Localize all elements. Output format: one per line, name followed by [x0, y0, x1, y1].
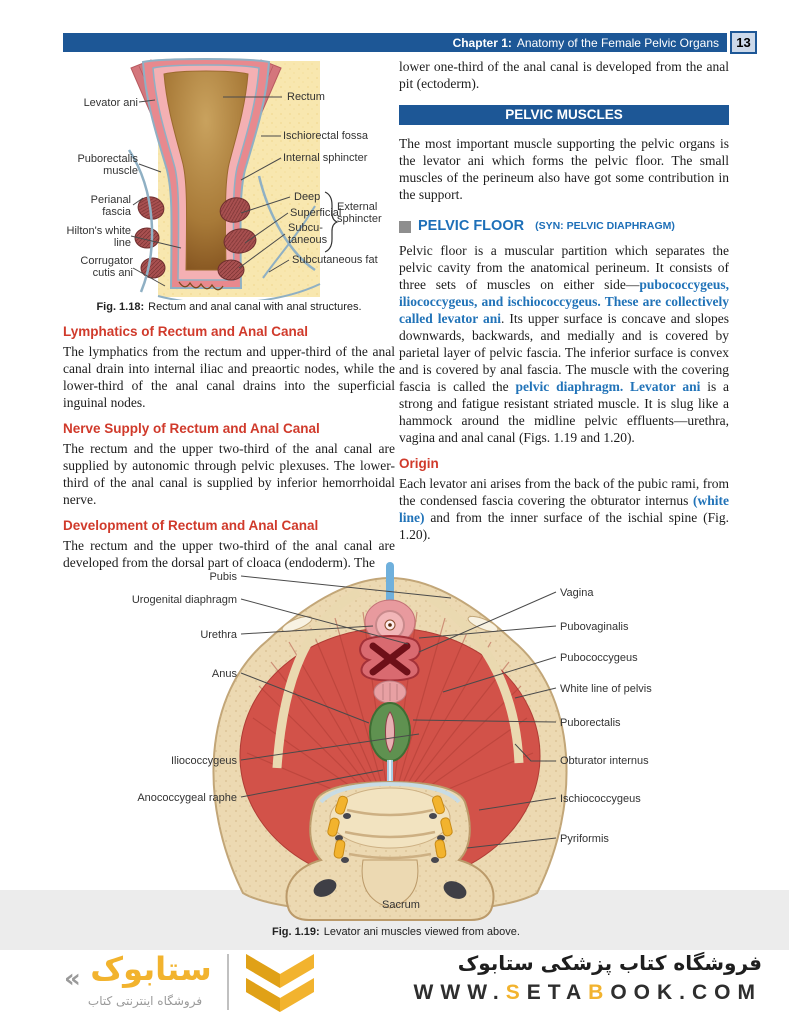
figure-1-19-caption: Fig. 1.19:Levator ani muscles viewed fro…: [63, 926, 729, 939]
label-puborectalis-muscle: Puborectalis muscle: [77, 153, 138, 177]
section-banner-pelvic-muscles: PELVIC MUSCLES: [399, 105, 729, 125]
label-deep: Deep: [294, 191, 321, 203]
label-ischiococcygeus: Ischiococcygeus: [560, 793, 641, 805]
store-title-persian: فروشگاه کتاب پزشکی ستابوک: [457, 951, 762, 975]
label-white-line-of-pelvis: White line of pelvis: [560, 683, 652, 695]
heading-nerve-supply: Nerve Supply of Rectum and Anal Canal: [63, 421, 320, 436]
chevron-book-icon: [246, 954, 314, 1012]
paragraph-pelvic-floor: Pelvic floor is a muscular partition whi…: [399, 243, 730, 445]
fig-1-18-artwork: [127, 58, 339, 300]
paragraph-pelvic-muscles: The most important muscle supporting the…: [399, 136, 729, 202]
chapter-header-bar: Chapter 1: Anatomy of the Female Pelvic …: [63, 33, 727, 52]
label-vagina: Vagina: [560, 587, 594, 599]
pelvic-floor-title: PELVIC FLOOR: [418, 218, 525, 234]
label-internal-sphincter: Internal sphincter: [283, 152, 368, 164]
caption-text: Rectum and anal canal with anal structur…: [148, 301, 362, 313]
setabook-logo: « ستابوک فروشگاه اینترنتی کتاب: [64, 950, 324, 1016]
label-iliococcygeus: Iliococcygeus: [170, 755, 237, 767]
left-column: Lymphatics of Rectum and Anal Canal The …: [63, 320, 395, 571]
label-puborectalis-fig119: Puborectalis: [560, 717, 621, 729]
label-rectum: Rectum: [287, 91, 325, 103]
subheading-pelvic-floor: PELVIC FLOOR (SYN: PELVIC DIAPHRAGM): [399, 218, 729, 235]
heading-lymphatics: Lymphatics of Rectum and Anal Canal: [63, 324, 309, 339]
label-sacrum: Sacrum: [382, 899, 420, 911]
label-obturator-internus: Obturator internus: [560, 755, 649, 767]
label-pyriformis: Pyriformis: [560, 833, 609, 845]
label-levator-ani: Levator ani: [83, 97, 138, 109]
page-number: 13: [730, 31, 757, 54]
label-subcutaneous-line2: taneous: [288, 234, 328, 246]
paragraph-lymphatics: The lymphatics from the rectum and upper…: [63, 344, 395, 410]
label-corrugator-cutis-ani: Corrugator cutis ani: [80, 255, 133, 279]
section-marker-icon: [399, 220, 411, 233]
chapter-number: Chapter 1:: [452, 35, 512, 50]
label-anus: Anus: [211, 668, 237, 680]
label-external-sphincter: External sphincter: [337, 201, 382, 225]
store-url: WWW.SETABOOK.COM: [413, 981, 762, 1004]
label-pubococcygeus: Pubococcygeus: [560, 652, 638, 664]
fig-1-19-artwork: [212, 562, 568, 921]
paragraph-nerve-supply: The rectum and the upper two-third of th…: [63, 441, 395, 507]
label-ischiorectal-fossa: Ischiorectal fossa: [283, 130, 368, 142]
caption-label: Fig. 1.19:: [272, 926, 320, 938]
logo-divider: [227, 954, 229, 1010]
label-perianal-fascia: Perianal fascia: [90, 194, 131, 218]
logo-tagline: فروشگاه اینترنتی کتاب: [87, 994, 203, 1008]
label-anococcygeal-raphe: Anococcygeal raphe: [137, 792, 237, 804]
label-urogenital-diaphragm: Urogenital diaphragm: [131, 594, 237, 606]
label-hiltons-white-line: Hilton's white line: [66, 225, 131, 249]
label-pubovaginalis: Pubovaginalis: [560, 621, 629, 633]
caption-label: Fig. 1.18:: [96, 301, 145, 313]
heading-origin: Origin: [399, 456, 439, 471]
label-subcutaneous-fat: Subcutaneous fat: [292, 254, 378, 266]
external-sphincter-brace: [324, 191, 339, 253]
right-column: lower one-third of the anal canal is dev…: [399, 58, 729, 543]
paragraph-development: The rectum and the upper two-third of th…: [63, 538, 395, 570]
heading-development: Development of Rectum and Anal Canal: [63, 518, 319, 533]
label-subcutaneous-line1: Subcu-: [288, 222, 323, 234]
pelvic-floor-synonym: (SYN: PELVIC DIAPHRAGM): [535, 220, 675, 232]
label-urethra: Urethra: [200, 629, 237, 641]
figure-1-19: Pubis Urogenital diaphragm Urethra Anus …: [63, 558, 729, 922]
paragraph-origin: Each levator ani arises from the back of…: [399, 476, 729, 542]
label-pubis: Pubis: [209, 571, 237, 583]
logo-wordmark: ستابوک: [90, 950, 212, 988]
chapter-title: Anatomy of the Female Pelvic Organs: [516, 35, 719, 50]
figure-1-18: Levator ani Puborectalis muscle Perianal…: [63, 58, 395, 300]
label-subcutaneous: Subcu- taneous: [288, 222, 336, 246]
paragraph-continuation: lower one-third of the anal canal is dev…: [399, 59, 729, 91]
footer-store-info: فروشگاه کتاب پزشکی ستابوک WWW.SETABOOK.C…: [414, 950, 762, 1005]
figure-1-18-caption: Fig. 1.18:Rectum and anal canal with ana…: [63, 301, 395, 314]
label-superficial: Superficial: [290, 207, 342, 219]
caption-text: Levator ani muscles viewed from above.: [323, 926, 520, 938]
logo-guillemet-icon: «: [64, 964, 81, 994]
